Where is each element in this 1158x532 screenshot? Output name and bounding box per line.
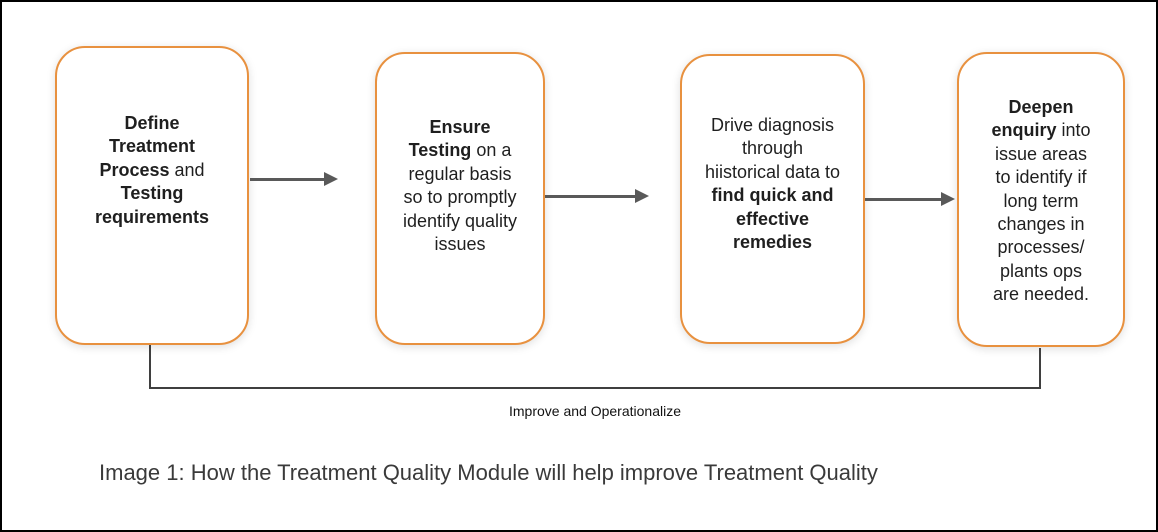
feedback-loop-line-left: [149, 345, 151, 389]
feedback-loop-line-right: [1039, 348, 1041, 389]
flow-box-text: Deepen enquiry into issue areas to ident…: [985, 96, 1097, 307]
flow-arrow-1-head-icon: [324, 172, 338, 186]
box-text-segment: Ensure Testing: [408, 117, 491, 161]
box-text-segment: Deepen enquiry: [991, 97, 1074, 141]
box-text-segment: Define Treatment Process: [99, 113, 196, 180]
flow-box-deepen-enquiry: Deepen enquiry into issue areas to ident…: [957, 52, 1125, 347]
flow-arrow-2-head-icon: [635, 189, 649, 203]
flow-box-define-treatment: Define Treatment Process and Testing req…: [55, 46, 249, 345]
flow-box-text: Drive diagnosis through hiistorical data…: [704, 114, 842, 254]
box-text-segment: and: [169, 159, 205, 180]
box-text-segment: Testing requirements: [94, 183, 210, 227]
flow-box-drive-diagnosis: Drive diagnosis through hiistorical data…: [680, 54, 865, 344]
flow-box-text: Define Treatment Process and Testing req…: [86, 112, 218, 229]
flow-arrow-2: [545, 195, 635, 198]
box-text-segment: find quick and effective remedies: [711, 185, 834, 252]
box-text-segment: Drive diagnosis through hiistorical data…: [704, 115, 841, 182]
flow-box-ensure-testing: Ensure Testing on a regular basis so to …: [375, 52, 545, 345]
flow-box-text: Ensure Testing on a regular basis so to …: [401, 116, 519, 256]
image-caption: Image 1: How the Treatment Quality Modul…: [99, 460, 878, 485]
flow-arrow-3-head-icon: [941, 192, 955, 206]
flow-arrow-1: [250, 178, 324, 181]
feedback-loop-label: Improve and Operationalize: [509, 403, 681, 419]
box-text-segment: on a regular basis so to promptly identi…: [402, 140, 518, 254]
flow-arrow-3: [865, 198, 941, 201]
box-text-segment: into issue areas to identify if long ter…: [992, 120, 1091, 305]
feedback-loop-line-bottom: [149, 387, 1041, 389]
